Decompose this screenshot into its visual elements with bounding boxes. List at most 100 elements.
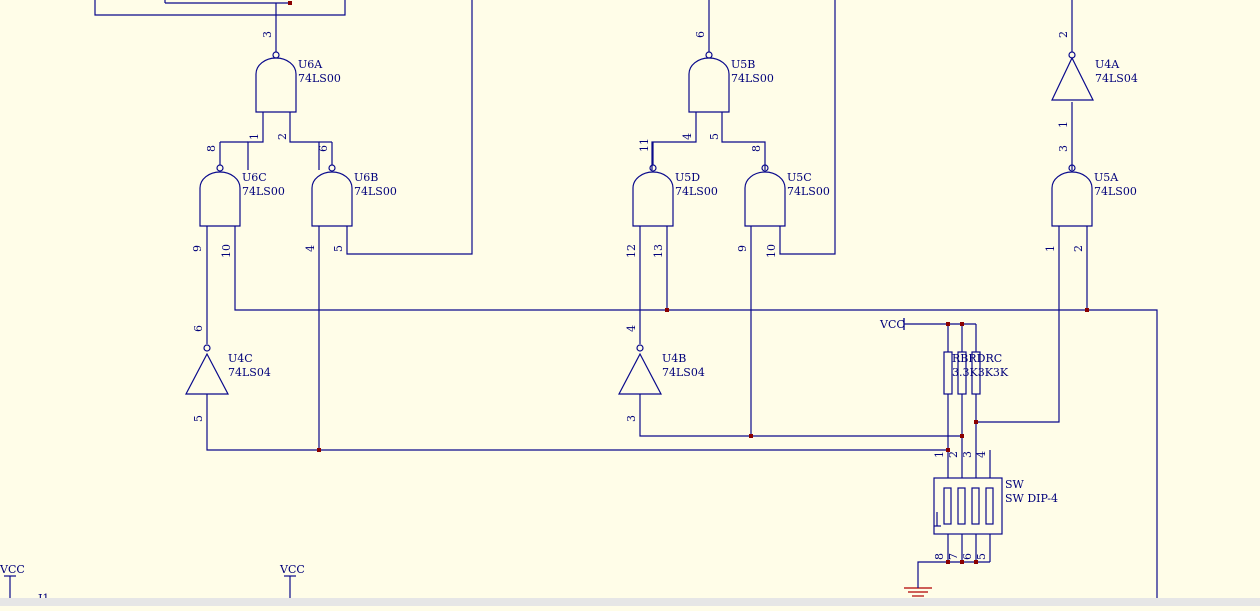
- dip-switch[interactable]: SW SW DIP-4 1 2 3 4 8 7 6 5: [933, 451, 1058, 560]
- pin-number: 5: [708, 133, 721, 140]
- inversion-bubble: [328, 164, 336, 172]
- inverter-u4a[interactable]: U4A 74LS04 2 1: [1051, 31, 1138, 128]
- pin-number: 3: [961, 451, 974, 458]
- nand-body: [255, 57, 297, 113]
- nand-gate-u5b[interactable]: U5B 74LS00 6 4 5: [681, 31, 774, 140]
- resistor-values: 3.3K3K3K: [952, 366, 1009, 379]
- junctions: [288, 1, 1089, 564]
- pin-number: 2: [947, 451, 960, 458]
- inversion-bubble: [272, 51, 280, 59]
- junction-dot: [749, 434, 753, 438]
- pin-number: 1: [1057, 121, 1070, 128]
- pin-number: 3: [261, 31, 274, 38]
- part-ref: U4C: [228, 352, 253, 365]
- part-ref: U4A: [1095, 58, 1120, 71]
- pin-number: 7: [947, 553, 960, 560]
- inversion-bubble: [761, 164, 769, 172]
- junction-dot: [974, 420, 978, 424]
- wire: [247, 112, 264, 170]
- junction-dot: [946, 322, 950, 326]
- nand-gate-u6a[interactable]: U6A 74LS00 3 1 2: [248, 31, 341, 140]
- nand-gate-u5c[interactable]: U5C 74LS00 8 9 10: [736, 145, 830, 258]
- inversion-bubble: [1068, 51, 1076, 59]
- wire: [917, 561, 990, 580]
- switch-type: SW DIP-4: [1005, 492, 1058, 505]
- junction-dot: [946, 560, 950, 564]
- part-type: 74LS04: [228, 366, 271, 379]
- pin-number: 8: [205, 145, 218, 152]
- resistor-rb: [943, 351, 953, 395]
- switch-body: [933, 477, 1003, 535]
- pin-number: 8: [750, 145, 763, 152]
- junction-dot: [960, 322, 964, 326]
- switch-lever: [971, 487, 980, 525]
- nand-gate-u5d[interactable]: U5D 74LS00 11 12 13: [625, 138, 718, 258]
- vcc-label: VCC: [879, 318, 905, 331]
- nand-body: [632, 171, 674, 227]
- inversion-bubble: [649, 164, 657, 172]
- part-type: 74LS04: [1095, 72, 1138, 85]
- pin-number: 12: [625, 244, 638, 258]
- wire: [234, 226, 1158, 598]
- junction-dot: [1085, 308, 1089, 312]
- nand-gate-u5a[interactable]: U5A 74LS00 3 1 2: [1044, 145, 1137, 252]
- inverter-body: [1051, 56, 1094, 101]
- part-type: 74LS00: [731, 72, 774, 85]
- part-ref: U6A: [298, 58, 323, 71]
- nand-body: [1051, 171, 1093, 227]
- junction-dot: [946, 448, 950, 452]
- switch-lever: [943, 487, 952, 525]
- nand-body: [744, 171, 786, 227]
- part-ref: U5A: [1094, 171, 1119, 184]
- part-ref: U5B: [731, 58, 755, 71]
- nand-gate-u6b[interactable]: U6B 74LS00 6 4 5: [304, 141, 397, 252]
- part-type: 74LS00: [298, 72, 341, 85]
- wire: [651, 112, 697, 170]
- switch-ref: SW: [1005, 478, 1025, 491]
- junction-dot: [960, 434, 964, 438]
- junction-dot: [317, 448, 321, 452]
- inversion-bubble: [636, 344, 644, 352]
- ground-symbol: [904, 580, 932, 597]
- part-ref: U6B: [354, 171, 378, 184]
- pin-number: 6: [694, 31, 707, 38]
- vcc-symbol-left2: VCC: [279, 563, 305, 577]
- vcc-symbol-left1: VCC: [0, 563, 25, 577]
- inverter-u4c[interactable]: U4C 74LS04 6 5: [185, 325, 271, 422]
- pin-number: 5: [975, 553, 988, 560]
- part-type: 74LS00: [675, 185, 718, 198]
- junction-dot: [974, 560, 978, 564]
- inversion-bubble: [203, 344, 211, 352]
- pin-number: 13: [652, 244, 665, 258]
- part-type: 74LS00: [787, 185, 830, 198]
- switch-lever: [985, 487, 994, 525]
- pin-number: 6: [192, 325, 205, 332]
- pin-number: 10: [765, 244, 778, 258]
- nand-gate-u6c[interactable]: U6C 74LS00 8 9 10: [191, 141, 285, 258]
- wire: [346, 0, 473, 255]
- resistor-pack[interactable]: RBRDRC 3.3K3K3K: [943, 351, 1009, 395]
- pin-number: 1: [248, 133, 261, 140]
- nand-body: [199, 171, 241, 227]
- wire: [94, 0, 346, 16]
- wire: [976, 226, 1060, 423]
- inversion-bubble: [1068, 164, 1076, 172]
- pin-number: 1: [933, 451, 946, 458]
- wire: [289, 112, 320, 170]
- pin-number: 3: [625, 415, 638, 422]
- inverter-body: [185, 352, 229, 395]
- nand-body: [688, 57, 730, 113]
- pin-number: 4: [975, 451, 988, 458]
- wire: [639, 394, 962, 437]
- pin-number: 4: [304, 245, 317, 252]
- inverter-u4b[interactable]: U4B 74LS04 4 3: [618, 325, 705, 422]
- junction-dot: [665, 308, 669, 312]
- inversion-bubble: [216, 164, 224, 172]
- part-ref: U6C: [242, 171, 267, 184]
- vcc-label: VCC: [0, 563, 25, 576]
- part-type: 74LS00: [1094, 185, 1137, 198]
- wires: [9, 0, 1158, 598]
- pin-number: 9: [191, 245, 204, 252]
- wire: [721, 112, 766, 170]
